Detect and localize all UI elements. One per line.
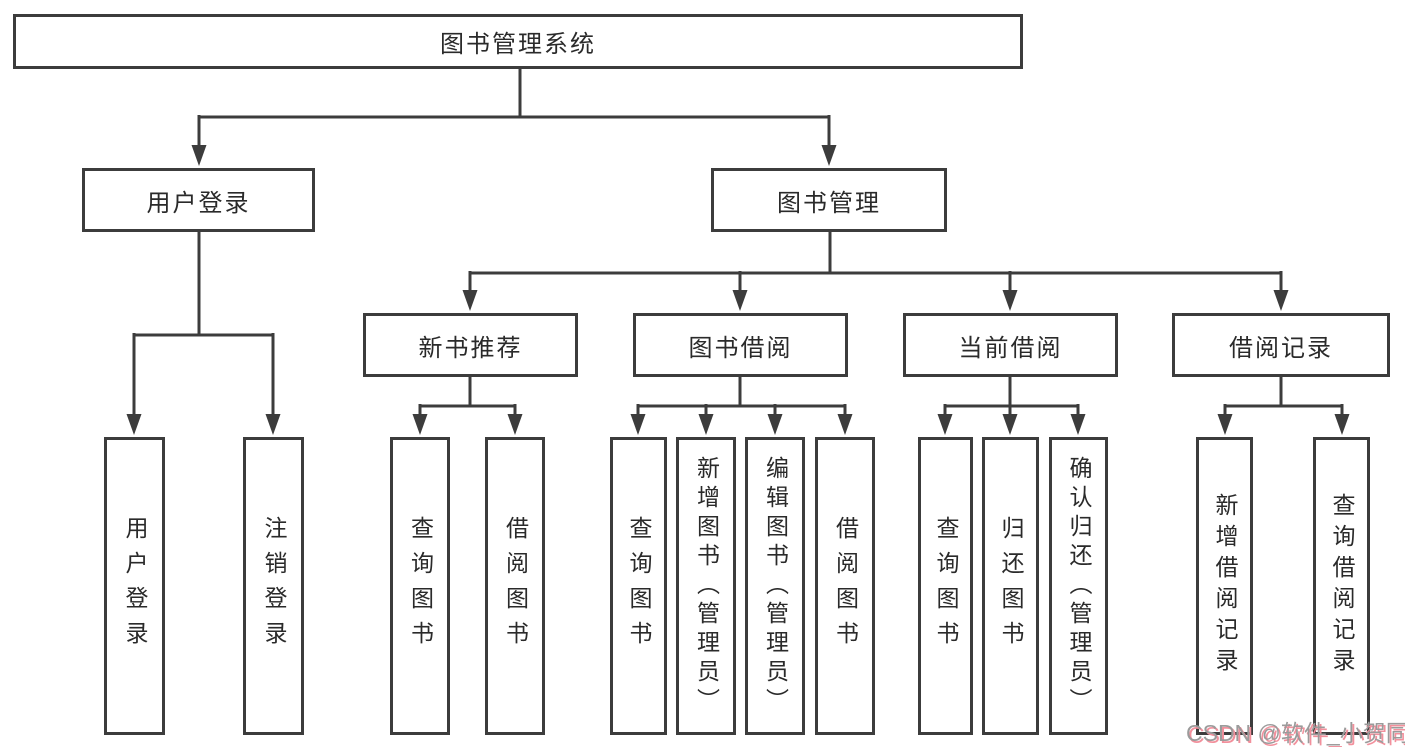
node-query-borrow-record: 查询借阅记录 bbox=[1313, 437, 1370, 735]
node-label: 图书管理系统 bbox=[440, 31, 596, 58]
node-label: 图书管理 bbox=[777, 189, 881, 217]
node-label: 查询图书 bbox=[933, 516, 959, 656]
node-label: 编辑图书（管理员） bbox=[762, 455, 789, 717]
node-current-borrowing: 当前借阅 bbox=[903, 313, 1118, 377]
node-label: 借阅记录 bbox=[1229, 334, 1333, 362]
node-confirm-return-admin: 确认归还（管理员） bbox=[1049, 437, 1108, 735]
node-label: 借阅图书 bbox=[502, 516, 529, 656]
node-return-books: 归还图书 bbox=[982, 437, 1039, 735]
node-label: 确认归还（管理员） bbox=[1066, 455, 1092, 717]
node-label: 用户登录 bbox=[146, 189, 251, 217]
node-query-books-borrowing: 查询图书 bbox=[610, 437, 667, 735]
node-label: 新书推荐 bbox=[418, 334, 523, 362]
node-label: 借阅图书 bbox=[832, 516, 859, 656]
node-new-book-recommend: 新书推荐 bbox=[363, 313, 578, 377]
node-add-books-admin: 新增图书（管理员） bbox=[676, 437, 736, 735]
node-query-books-current: 查询图书 bbox=[918, 437, 973, 735]
node-user-login-leaf: 用户登录 bbox=[104, 437, 165, 735]
node-borrow-books-recommend: 借阅图书 bbox=[485, 437, 545, 735]
node-book-management: 图书管理 bbox=[711, 168, 947, 232]
node-user-login: 用户登录 bbox=[82, 168, 315, 232]
node-label: 查询图书 bbox=[407, 516, 434, 656]
node-label: 当前借阅 bbox=[958, 334, 1063, 362]
node-borrowing-records: 借阅记录 bbox=[1172, 313, 1390, 377]
node-logout: 注销登录 bbox=[243, 437, 304, 735]
node-label: 归还图书 bbox=[998, 516, 1024, 656]
node-edit-books-admin: 编辑图书（管理员） bbox=[745, 437, 805, 735]
node-label: 新增借阅记录 bbox=[1212, 493, 1238, 679]
node-add-borrow-record: 新增借阅记录 bbox=[1196, 437, 1253, 735]
node-library-management-system: 图书管理系统 bbox=[13, 14, 1023, 69]
node-label: 新增图书（管理员） bbox=[693, 455, 720, 717]
node-borrow-books-borrowing: 借阅图书 bbox=[815, 437, 875, 735]
node-label: 图书借阅 bbox=[688, 334, 793, 362]
node-query-books-recommend: 查询图书 bbox=[390, 437, 450, 735]
csdn-watermark: CSDN @软件_小贺同学 bbox=[1186, 720, 1405, 746]
node-label: 用户登录 bbox=[122, 516, 148, 656]
node-label: 注销登录 bbox=[261, 516, 287, 656]
node-label: 查询借阅记录 bbox=[1329, 493, 1355, 679]
node-book-borrowing: 图书借阅 bbox=[633, 313, 848, 377]
node-label: 查询图书 bbox=[626, 516, 652, 656]
